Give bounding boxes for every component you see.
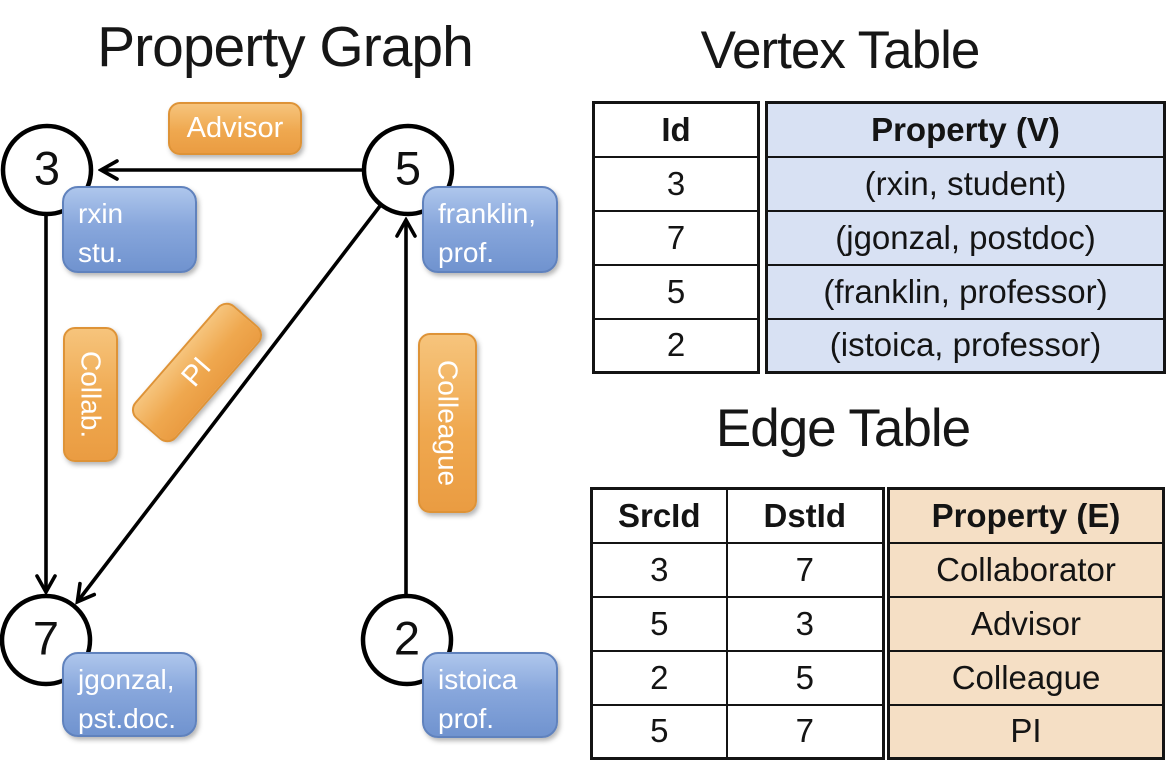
edge-table-property-column: Property (E) Collaborator Advisor Collea… [887,487,1165,760]
vertex-id-7: 7 [32,611,60,665]
vertex-table-id-column: Id 3 7 5 2 [592,101,760,374]
table-cell: (franklin, professor) [765,263,1166,320]
table-cell: 2 [592,317,760,374]
vertex-property-box-7: jgonzal, pst.doc. [62,652,197,737]
table-cell: 5 [592,263,760,320]
table-cell: (rxin, student) [765,155,1166,212]
vertex-property-2-line1: istoica [438,664,518,695]
vertex-property-7-line1: jgonzal, [78,664,175,695]
vertex-id-5: 5 [394,141,422,195]
vertex-id-3: 3 [33,141,61,195]
vertex-table-property-column: Property (V) (rxin, student) (jgonzal, p… [765,101,1166,374]
vertex-property-box-5: franklin, prof. [422,186,558,273]
table-cell: 5 [590,595,728,652]
edge-5-to-7-pi [78,204,382,601]
property-graph-title: Property Graph [97,15,474,79]
vertex-table-title: Vertex Table [700,21,981,80]
table-cell: 5 [725,649,885,706]
edge-label-collab-text: Collab. [75,350,107,439]
table-cell: 7 [592,209,760,266]
vertex-id-2: 2 [393,611,421,665]
vertex-property-3-line1: rxin [78,198,124,229]
edge-label-colleague: Colleague [418,333,477,513]
table-cell: 2 [590,649,728,706]
edge-label-pi-text: PI [175,351,218,394]
table-cell: 7 [725,703,885,760]
table-cell: Colleague [887,649,1165,706]
vertex-table-property-header: Property (V) [765,101,1166,158]
table-cell: 3 [590,541,728,598]
table-cell: 5 [590,703,728,760]
edge-table-srcid-header: SrcId [590,487,728,544]
table-cell: Advisor [887,595,1165,652]
table-cell: Collaborator [887,541,1165,598]
edge-table-dstid-header: DstId [725,487,885,544]
vertex-property-box-2: istoica prof. [422,652,558,738]
vertex-property-5-line2: prof. [438,237,495,268]
edge-label-collab: Collab. [63,327,118,462]
edge-label-advisor: Advisor [168,102,302,155]
table-cell: 3 [592,155,760,212]
vertex-property-box-3: rxin stu. [62,186,197,273]
edge-table-property-header: Property (E) [887,487,1165,544]
table-cell: (jgonzal, postdoc) [765,209,1166,266]
edge-table-src-dst-columns: SrcId DstId 3 7 5 3 2 5 5 7 [590,487,885,760]
vertex-property-2-line2: prof. [438,703,495,734]
table-cell: PI [887,703,1165,760]
vertex-property-3-line2: stu. [78,237,124,268]
table-cell: (istoica, professor) [765,317,1166,374]
edge-table-title: Edge Table [715,399,971,458]
edge-label-colleague-text: Colleague [432,359,464,487]
vertex-property-5-line1: franklin, [438,198,537,229]
table-cell: 7 [725,541,885,598]
edge-label-advisor-text: Advisor [186,112,284,144]
vertex-table-id-header: Id [592,101,760,158]
vertex-property-7-line2: pst.doc. [78,703,177,734]
table-cell: 3 [725,595,885,652]
